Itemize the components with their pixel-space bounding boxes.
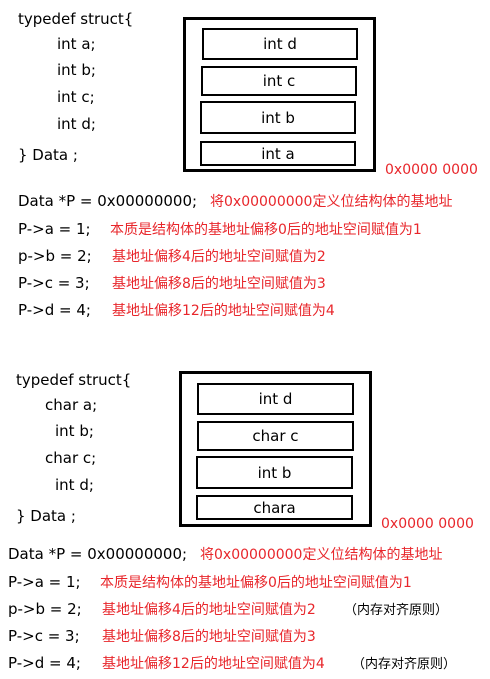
- memory-layout-box-2: int d char c int b chara: [179, 371, 372, 527]
- struct-line: int a;: [57, 35, 96, 53]
- alignment-note: （内存对齐原则）: [344, 603, 449, 618]
- struct-line: typedef struct{: [18, 10, 134, 28]
- memory-cell: int a: [200, 141, 356, 166]
- struct-line: int b;: [55, 422, 94, 440]
- base-address-label: 0x0000 0000: [381, 516, 474, 532]
- code-note: 将0x00000000定义位结构体的基地址: [200, 547, 443, 563]
- memory-cell: int b: [200, 101, 356, 134]
- struct-line: char a;: [45, 396, 98, 414]
- code-note: 基地址偏移12后的地址空间赋值为4: [112, 303, 335, 319]
- memory-cell: int d: [202, 28, 358, 60]
- base-address-label: 0x0000 0000: [385, 162, 478, 178]
- struct-line: int b;: [57, 61, 96, 79]
- memory-cell: int c: [201, 66, 357, 96]
- struct-line: int c;: [57, 88, 95, 106]
- struct-line: char c;: [45, 449, 97, 467]
- memory-cell: int d: [197, 383, 354, 415]
- code-note: 本质是结构体的基地址偏移0后的地址空间赋值为1: [110, 222, 422, 238]
- code-note: 基地址偏移12后的地址空间赋值为4: [102, 656, 325, 672]
- memory-cell: char c: [197, 421, 354, 451]
- code-line: Data *P = 0x00000000;: [18, 192, 198, 210]
- code-line: P->a = 1;: [18, 220, 91, 238]
- memory-layout-box-1: int d int c int b int a: [183, 17, 376, 172]
- struct-line: typedef struct{: [16, 371, 132, 389]
- struct-line: int d;: [55, 476, 94, 494]
- code-note: 本质是结构体的基地址偏移0后的地址空间赋值为1: [100, 575, 412, 591]
- code-line: P->c = 3;: [8, 627, 80, 645]
- struct-line: } Data ;: [18, 146, 78, 164]
- code-line: P->d = 4;: [18, 301, 91, 319]
- code-note: 基地址偏移8后的地址空间赋值为3: [112, 276, 326, 292]
- code-line: p->b = 2;: [8, 600, 82, 618]
- struct-line: int d;: [57, 115, 96, 133]
- memory-cell: int b: [196, 456, 353, 489]
- code-note: 基地址偏移4后的地址空间赋值为2: [112, 249, 326, 265]
- code-line: P->d = 4;: [8, 654, 81, 672]
- code-note: 基地址偏移8后的地址空间赋值为3: [102, 629, 316, 645]
- alignment-note: （内存对齐原则）: [352, 657, 457, 672]
- code-line: p->b = 2;: [18, 247, 92, 265]
- code-line: Data *P = 0x00000000;: [8, 545, 188, 563]
- code-line: P->a = 1;: [8, 573, 81, 591]
- struct-line: } Data ;: [16, 507, 76, 525]
- code-note: 将0x00000000定义位结构体的基地址: [210, 194, 453, 210]
- memory-cell: chara: [196, 495, 353, 520]
- code-line: P->c = 3;: [18, 274, 90, 292]
- code-note: 基地址偏移4后的地址空间赋值为2: [102, 602, 316, 618]
